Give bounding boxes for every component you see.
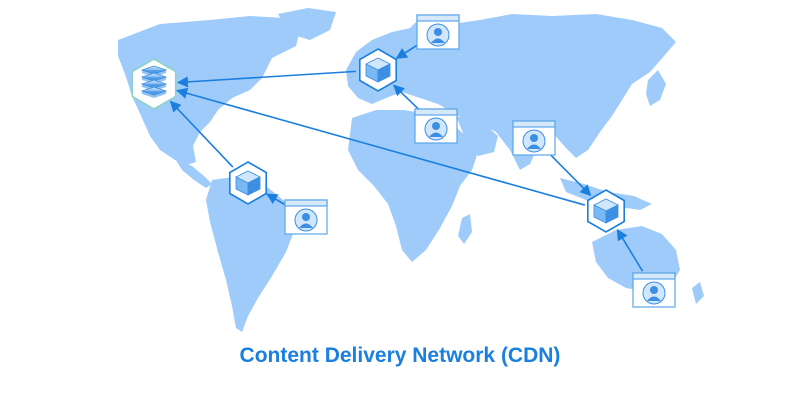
origin-north-america: [131, 58, 177, 110]
madagascar-landmass: [458, 214, 472, 244]
connection-arrows: [169, 43, 644, 272]
arrow-edge-europe-to-origin-north-america: [176, 70, 357, 88]
japan-landmass: [646, 70, 666, 106]
world-map: [118, 8, 704, 332]
arrow-client-australia-to-edge-southeast-asia: [616, 228, 644, 272]
server-stack-icon: [140, 65, 168, 98]
africa-landmass: [348, 110, 478, 262]
north-america-landmass: [118, 16, 300, 166]
cube-icon: [235, 170, 261, 196]
new-zealand-landmass: [692, 282, 704, 304]
edge-southeast-asia: [586, 189, 626, 233]
user-browser-icon: [642, 281, 666, 305]
user-browser-icon: [294, 208, 318, 232]
diagram-caption: Content Delivery Network (CDN): [239, 344, 561, 367]
greenland-landmass: [278, 8, 336, 40]
arrow-edge-south-america-to-origin-north-america: [169, 100, 234, 168]
cube-icon: [365, 57, 391, 83]
arrow-client-india-to-edge-southeast-asia: [548, 153, 592, 197]
edge-europe: [358, 48, 398, 92]
arrow-client-south-america-to-edge-south-america: [266, 193, 288, 207]
central-america-landmass: [176, 160, 212, 188]
south-america-landmass: [206, 176, 296, 332]
client-north-europe: [416, 14, 460, 50]
user-browser-icon: [426, 23, 450, 47]
arrow-edge-southeast-asia-to-origin-north-america: [176, 87, 586, 206]
arabia-landmass: [456, 116, 498, 156]
network-nodes: [131, 14, 676, 308]
client-north-africa: [414, 108, 458, 144]
arrow-client-north-europe-to-edge-europe: [395, 43, 420, 59]
client-australia: [632, 272, 676, 308]
user-browser-icon: [424, 117, 448, 141]
cube-icon: [593, 198, 619, 224]
client-india: [512, 120, 556, 156]
arrow-client-north-africa-to-edge-europe: [393, 84, 421, 112]
user-browser-icon: [522, 129, 546, 153]
client-south-america: [284, 199, 328, 235]
edge-south-america: [229, 161, 268, 205]
europe-asia-landmass: [346, 14, 676, 170]
